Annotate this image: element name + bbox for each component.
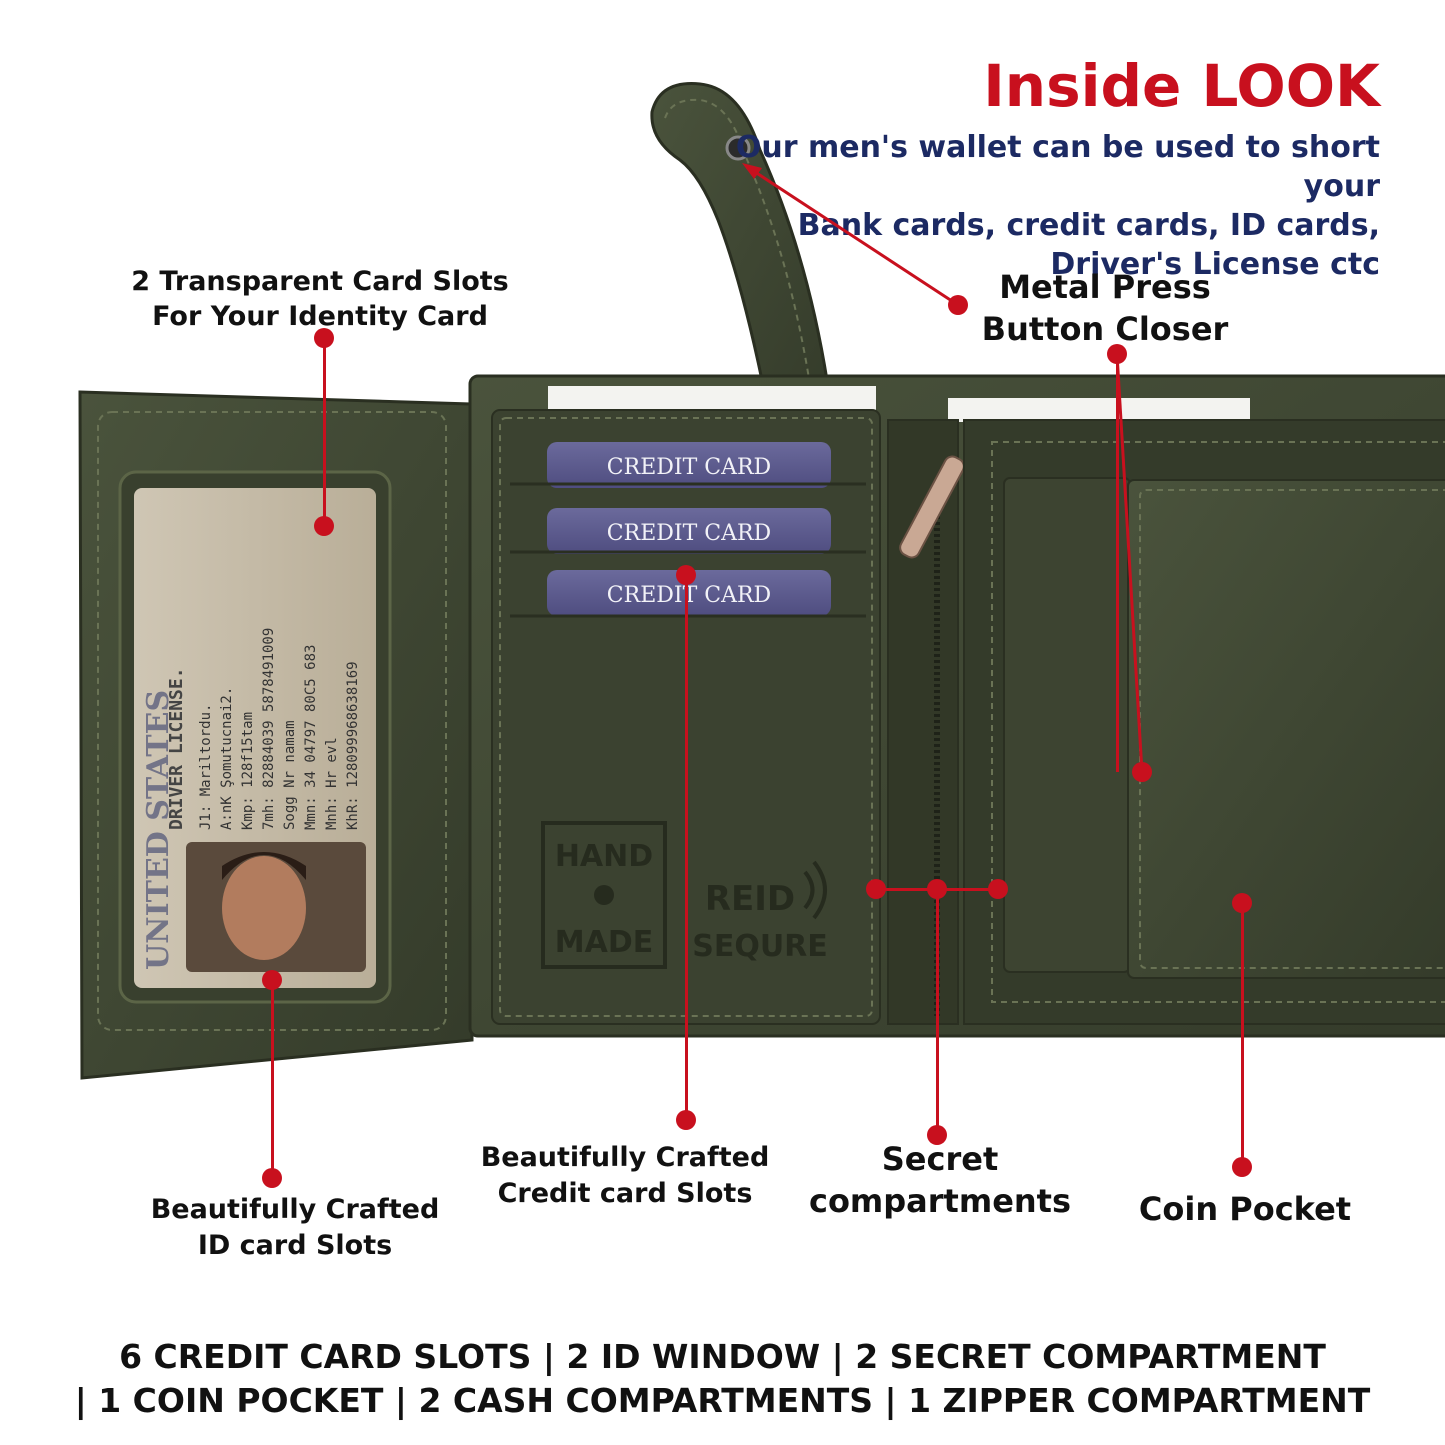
license-line: J1: Mariltordu. [198, 704, 214, 830]
subtitle-line: Bank cards, credit cards, ID cards, [797, 208, 1380, 243]
credit-card-label: CREDIT CARD [607, 583, 771, 608]
license-line: Kmp: 128f15tam [240, 712, 256, 830]
card-pockets [510, 482, 866, 618]
callout-line: compartments [808, 1182, 1072, 1220]
credit-card [547, 508, 831, 554]
license-line: A:nK Şomutucnai2. [219, 687, 235, 830]
callout-line: Credit card Slots [497, 1178, 753, 1209]
svg-text:HAND: HAND [555, 839, 653, 874]
subtitle: Our men's wallet can be used to short yo… [650, 128, 1380, 284]
feature-line: | 1 COIN POCKET | 2 CASH COMPARTMENTS | … [74, 1381, 1371, 1420]
feature-line: 6 CREDIT CARD SLOTS | 2 ID WINDOW | 2 SE… [119, 1337, 1326, 1376]
credit-card [547, 442, 831, 488]
snap-button [725, 135, 751, 161]
credit-card-label: CREDIT CARD [607, 521, 771, 546]
svg-text:REID: REID [705, 879, 795, 919]
license-line: 7mh: 82884039 5878491009 [261, 628, 277, 830]
callout-transparent-slots: 2 Transparent Card Slots For Your Identi… [110, 264, 530, 334]
callout-id-slots: Beautifully Crafted ID card Slots [130, 1192, 460, 1264]
license-line: Mnh: Hr evl [324, 737, 340, 830]
callout-line: Beautifully Crafted [150, 1194, 440, 1225]
callout-line: For Your Identity Card [152, 301, 488, 332]
page-title: Inside LOOK [983, 52, 1380, 120]
callout-line: Secret [881, 1140, 999, 1178]
license-text: J1: Mariltordu. A:nK Şomutucnai2. Kmp: 128… [198, 628, 361, 830]
license-heading: DRIVER LICENSE. [166, 667, 187, 830]
svg-text:SEQURE: SEQURE [692, 929, 828, 964]
callout-metal-button: Metal Press Button Closer [960, 266, 1250, 350]
rfid-emboss: REID SEQURE [692, 860, 828, 964]
callout-line: Beautifully Crafted [480, 1142, 770, 1173]
svg-text:MADE: MADE [555, 925, 653, 960]
credit-cards: CREDIT CARD CREDIT CARD CREDIT CARD [547, 442, 831, 616]
strap [650, 82, 832, 422]
callout-coin: Coin Pocket [1120, 1188, 1370, 1230]
license-country: UNITED STATES [141, 690, 176, 970]
callout-line: 2 Transparent Card Slots [131, 266, 509, 297]
handmade-emboss: HAND MADE [541, 821, 667, 969]
credit-card-label: CREDIT CARD [607, 455, 771, 480]
feature-summary: 6 CREDIT CARD SLOTS | 2 ID WINDOW | 2 SE… [0, 1335, 1445, 1423]
license-line: Mmn: 34 04797 80C5 683 [303, 645, 319, 830]
subtitle-line: Driver's License ctc [1050, 247, 1380, 282]
callout-line: Coin Pocket [1138, 1190, 1352, 1228]
credit-card [547, 570, 831, 616]
left-flap: UNITED STATES DRIVER LICENSE. J1: Marilt… [78, 390, 474, 1080]
callout-secret: Secret compartments [800, 1138, 1080, 1222]
callout-line: ID card Slots [197, 1230, 393, 1261]
callout-line: Button Closer [981, 310, 1229, 348]
subtitle-line: Our men's wallet can be used to short yo… [735, 130, 1380, 204]
license-line: KhR: 128099968638169 [345, 661, 361, 830]
zipper-pull-icon [899, 455, 965, 559]
license-line: Sogg Nr namam [282, 720, 298, 830]
callout-credit-slots: Beautifully Crafted Credit card Slots [460, 1140, 790, 1212]
leader-metal-dot [948, 295, 968, 315]
callout-line: Metal Press [999, 268, 1211, 306]
